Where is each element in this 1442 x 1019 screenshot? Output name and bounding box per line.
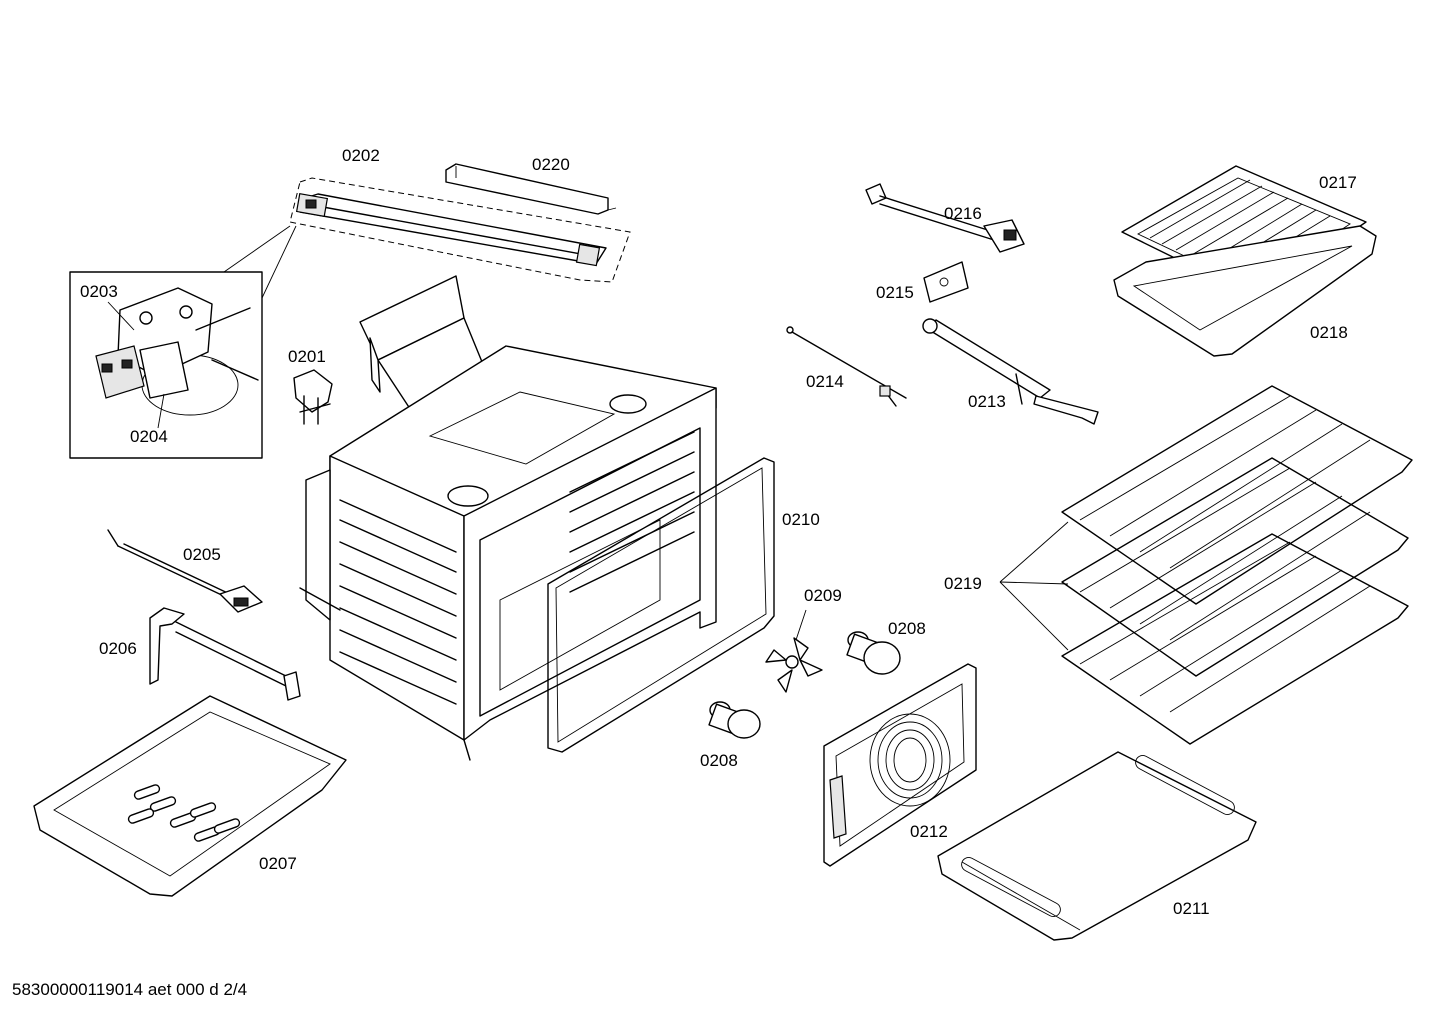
label-0217: 0217 <box>1319 173 1357 192</box>
label-0206: 0206 <box>99 639 137 658</box>
part-0205-cable-drawing <box>107 529 263 613</box>
label-0208-right: 0208 <box>888 619 926 638</box>
document-footer-id: 58300000119014 aet 000 d 2/4 <box>12 980 248 999</box>
label-0213: 0213 <box>968 392 1006 411</box>
part-0214-sensor-drawing <box>786 326 907 407</box>
label-0215: 0215 <box>876 283 914 302</box>
label-0218: 0218 <box>1310 323 1348 342</box>
part-0208-lamp-right-drawing <box>846 631 901 675</box>
part-0218-pan-drawing <box>1113 225 1377 357</box>
part-0206-bracket-drawing <box>149 607 301 701</box>
label-0205: 0205 <box>183 545 221 564</box>
leader-lines <box>107 301 165 429</box>
label-0219: 0219 <box>944 574 982 593</box>
part-0207-tray-drawing <box>33 695 347 897</box>
part-0212-back-panel-drawing <box>823 663 977 867</box>
label-0204: 0204 <box>130 427 168 446</box>
label-0208-left: 0208 <box>700 751 738 770</box>
detail-inset-0203-0204 <box>69 225 297 459</box>
label-0201: 0201 <box>288 347 326 366</box>
label-0214: 0214 <box>806 372 844 391</box>
side-rails <box>339 499 457 705</box>
label-0210: 0210 <box>782 510 820 529</box>
label-0220: 0220 <box>532 155 570 174</box>
part-0209-fan-drawing <box>765 609 823 693</box>
label-0209: 0209 <box>804 586 842 605</box>
part-0210-gasket-drawing <box>547 457 775 753</box>
part-0208-lamp-left-drawing <box>708 701 761 739</box>
part-0202-bracket-drawing <box>289 177 631 283</box>
part-0215-plate-drawing <box>923 261 969 303</box>
part-0216-harness-drawing <box>865 183 1025 253</box>
part-0201-clip-drawing <box>293 369 333 425</box>
label-0212: 0212 <box>910 822 948 841</box>
label-0207: 0207 <box>259 854 297 873</box>
oven-cavity-drawing <box>299 275 717 761</box>
label-0203: 0203 <box>80 282 118 301</box>
part-0211-flat-tray-drawing <box>937 751 1257 941</box>
label-0216: 0216 <box>944 204 982 223</box>
part-0219-racks-drawing <box>999 385 1413 745</box>
label-0202: 0202 <box>342 146 380 165</box>
part-0213-element-drawing <box>922 318 1099 425</box>
part-0220-plate-drawing <box>445 163 617 215</box>
label-0211: 0211 <box>1173 899 1210 918</box>
